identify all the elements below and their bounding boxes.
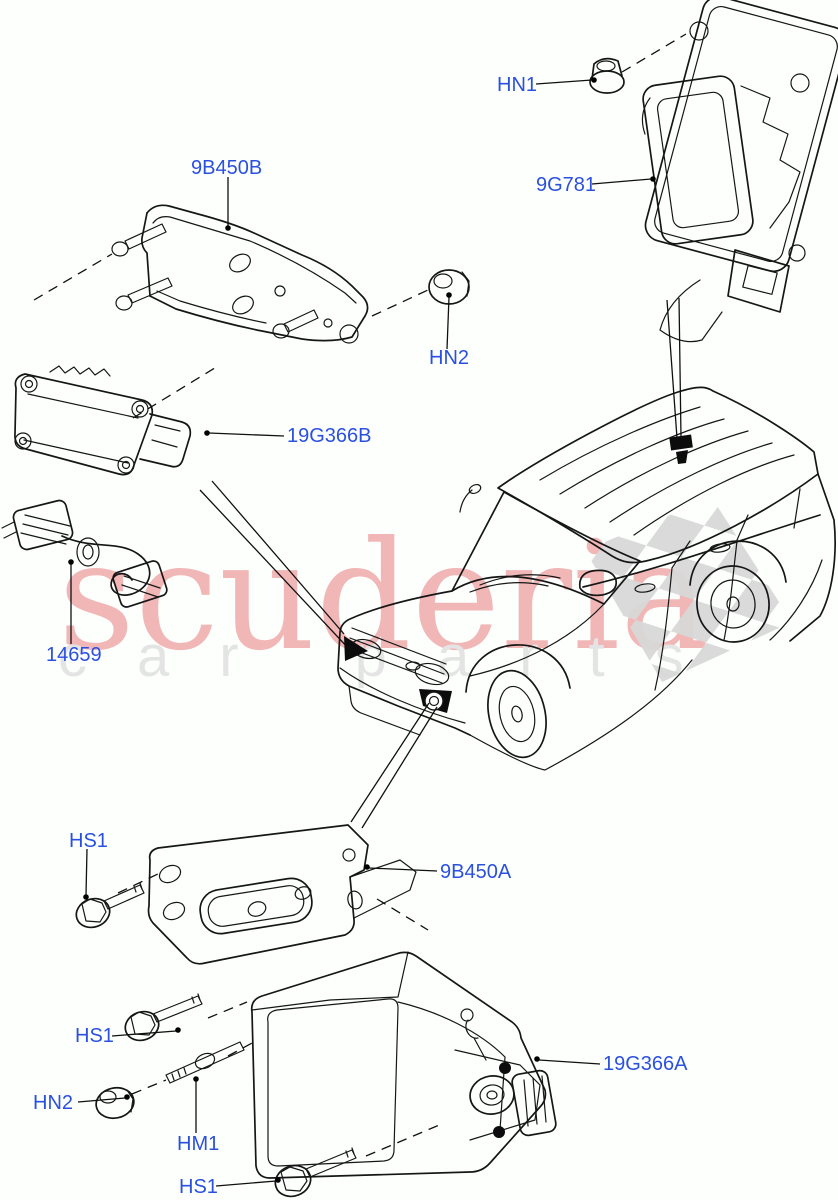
- nut-hn1-drawing: [589, 57, 625, 94]
- bracket-9b450a-drawing: [147, 824, 417, 965]
- part-label-hs1-bottom[interactable]: HS1: [179, 1176, 218, 1198]
- part-label-hs1-bracket[interactable]: HS1: [69, 830, 108, 852]
- part-label-19g366b[interactable]: 19G366B: [287, 425, 372, 447]
- stud-hm1-drawing: [165, 1041, 245, 1084]
- bracket-9b450b-drawing: [111, 204, 369, 344]
- part-label-hn2-lower[interactable]: HN2: [33, 1092, 73, 1114]
- alignment-dashed-lines: [33, 33, 687, 1157]
- sensor-19g366b-drawing: [14, 365, 192, 476]
- part-label-9b450b[interactable]: 9B450B: [191, 157, 262, 179]
- bolt-hs1-bottom-drawing: [274, 1147, 357, 1198]
- harness-14659-drawing: [1, 499, 168, 608]
- part-label-hs1-top[interactable]: HS1: [75, 1025, 114, 1047]
- bolt-hs1-top-drawing: [124, 993, 203, 1042]
- module-9g781-drawing: [641, 0, 838, 343]
- part-label-hm1[interactable]: HM1: [177, 1133, 219, 1155]
- part-label-9g781[interactable]: 9G781: [536, 174, 596, 196]
- nut-hn2-lower-drawing: [95, 1086, 135, 1120]
- part-label-14659[interactable]: 14659: [46, 644, 102, 666]
- vehicle-illustration: [337, 386, 836, 771]
- grille-arrow-icon: [344, 636, 368, 661]
- watermark: scuderia car parts: [58, 498, 792, 689]
- part-label-hn2-upper[interactable]: HN2: [429, 347, 469, 369]
- part-labels: 9B450B HN1 9G781 HN2 19G366B 14659 HS1 9…: [33, 74, 688, 1198]
- leader-lines: [68, 77, 682, 1187]
- bolt-hs1-bracket-drawing: [75, 882, 145, 929]
- part-label-9b450a[interactable]: 9B450A: [440, 861, 512, 883]
- checkered-flag-icon: [585, 498, 792, 682]
- part-label-19g366a[interactable]: 19G366A: [603, 1053, 688, 1075]
- part-label-hn1[interactable]: HN1: [497, 74, 537, 96]
- sensor-19g366a-drawing: [250, 951, 557, 1179]
- roof-install-mark: [669, 434, 693, 451]
- watermark-brand-text: scuderia: [58, 510, 710, 684]
- watermark-tagline-text: car parts: [58, 624, 734, 689]
